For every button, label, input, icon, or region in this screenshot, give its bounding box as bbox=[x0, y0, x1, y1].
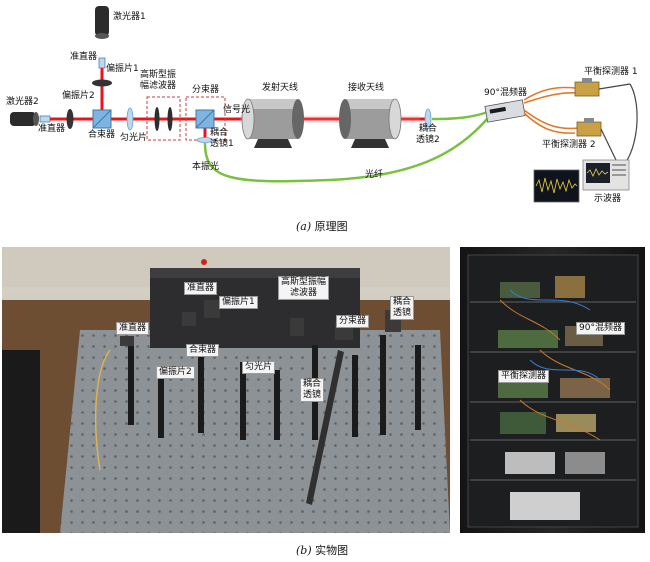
signal-cables bbox=[523, 86, 579, 134]
coupling-lens2-icon bbox=[424, 108, 432, 130]
collimator-left-icon bbox=[39, 115, 51, 123]
gaussian-filter-box bbox=[146, 96, 181, 141]
label-bpd2: 平衡探测器 2 bbox=[542, 140, 596, 150]
tag-homogenizer: 匀光片 bbox=[242, 361, 276, 374]
gaussian-filter-plate-icon bbox=[167, 107, 173, 131]
label-polarizer2: 偏振片2 bbox=[62, 91, 95, 101]
polarizer1-icon bbox=[92, 79, 112, 87]
label-laser2: 激光器2 bbox=[6, 97, 39, 107]
caption-a-text: 原理图 bbox=[314, 220, 348, 233]
balanced-detector1-icon bbox=[574, 78, 631, 97]
lab-bench-photo bbox=[2, 247, 450, 533]
tag-collimator-a: 准直器 bbox=[184, 282, 218, 295]
label-laser1: 激光器1 bbox=[113, 12, 146, 22]
label-splitter: 分束器 bbox=[192, 85, 220, 95]
rack-photo bbox=[460, 247, 645, 533]
label-rx-antenna: 接收天线 bbox=[348, 83, 385, 93]
label-gaussian-filter: 高斯型振 幅滤波器 bbox=[140, 70, 177, 91]
tx-antenna-icon bbox=[241, 98, 304, 148]
tag-coupling-lens-a: 耦合 透镜 bbox=[390, 296, 415, 320]
coupling-lens1-icon bbox=[196, 137, 214, 143]
polarizer2-icon bbox=[66, 109, 74, 129]
combiner-icon bbox=[92, 109, 112, 129]
caption-b: (b) 实物图 bbox=[296, 542, 348, 558]
tag-bpd: 平衡探测器 bbox=[498, 370, 550, 383]
splitter-icon bbox=[195, 109, 215, 129]
tag-gaussian-filter: 高斯型振幅 滤波器 bbox=[278, 276, 330, 300]
caption-a: (a) 原理图 bbox=[296, 218, 348, 234]
optical-fiber bbox=[203, 110, 489, 183]
collimator-top-icon bbox=[98, 57, 106, 69]
tag-polarizer2: 偏振片2 bbox=[156, 366, 195, 379]
tag-polarizer1: 偏振片1 bbox=[219, 296, 258, 309]
label-hybrid: 90°混频器 bbox=[484, 88, 527, 98]
label-collimator-left: 准直器 bbox=[38, 124, 66, 134]
label-polarizer1: 偏振片1 bbox=[106, 64, 139, 74]
rx-antenna-icon bbox=[339, 98, 402, 148]
caption-a-letter: (a) bbox=[296, 220, 312, 233]
caption-b-letter: (b) bbox=[296, 544, 312, 557]
detector-cable bbox=[625, 83, 638, 163]
tag-hybrid: 90°混频器 bbox=[576, 322, 625, 335]
label-bpd1: 平衡探测器 1 bbox=[584, 67, 638, 77]
balanced-detector2-icon bbox=[576, 118, 617, 161]
oscilloscope-icon bbox=[582, 159, 630, 191]
hybrid-icon bbox=[484, 99, 526, 123]
label-oscilloscope: 示波器 bbox=[594, 194, 622, 204]
tag-splitter: 分束器 bbox=[336, 315, 370, 328]
caption-b-text: 实物图 bbox=[315, 544, 349, 557]
label-signal-light: 信号光 bbox=[223, 105, 251, 115]
tag-combiner: 合束器 bbox=[186, 344, 220, 357]
label-combiner: 合束器 bbox=[88, 130, 116, 140]
gaussian-filter-plate-icon bbox=[154, 107, 160, 131]
label-coupling-lens2: 耦合 透镜2 bbox=[416, 124, 440, 145]
label-collimator-top: 准直器 bbox=[70, 52, 98, 62]
oscilloscope-screen-inset bbox=[533, 169, 580, 203]
label-local-osc: 本振光 bbox=[192, 162, 220, 172]
laser2-icon bbox=[10, 112, 39, 126]
label-fiber: 光纤 bbox=[365, 170, 384, 180]
tag-coupling-lens-b: 耦合 透镜 bbox=[300, 378, 325, 402]
laser1-icon bbox=[95, 6, 109, 39]
label-homogenizer: 匀光片 bbox=[120, 133, 148, 143]
label-coupling-lens1: 耦合 透镜1 bbox=[210, 128, 234, 149]
label-tx-antenna: 发射天线 bbox=[262, 83, 299, 93]
tag-collimator-b: 准直器 bbox=[116, 322, 150, 335]
homogenizer-icon bbox=[126, 107, 134, 131]
